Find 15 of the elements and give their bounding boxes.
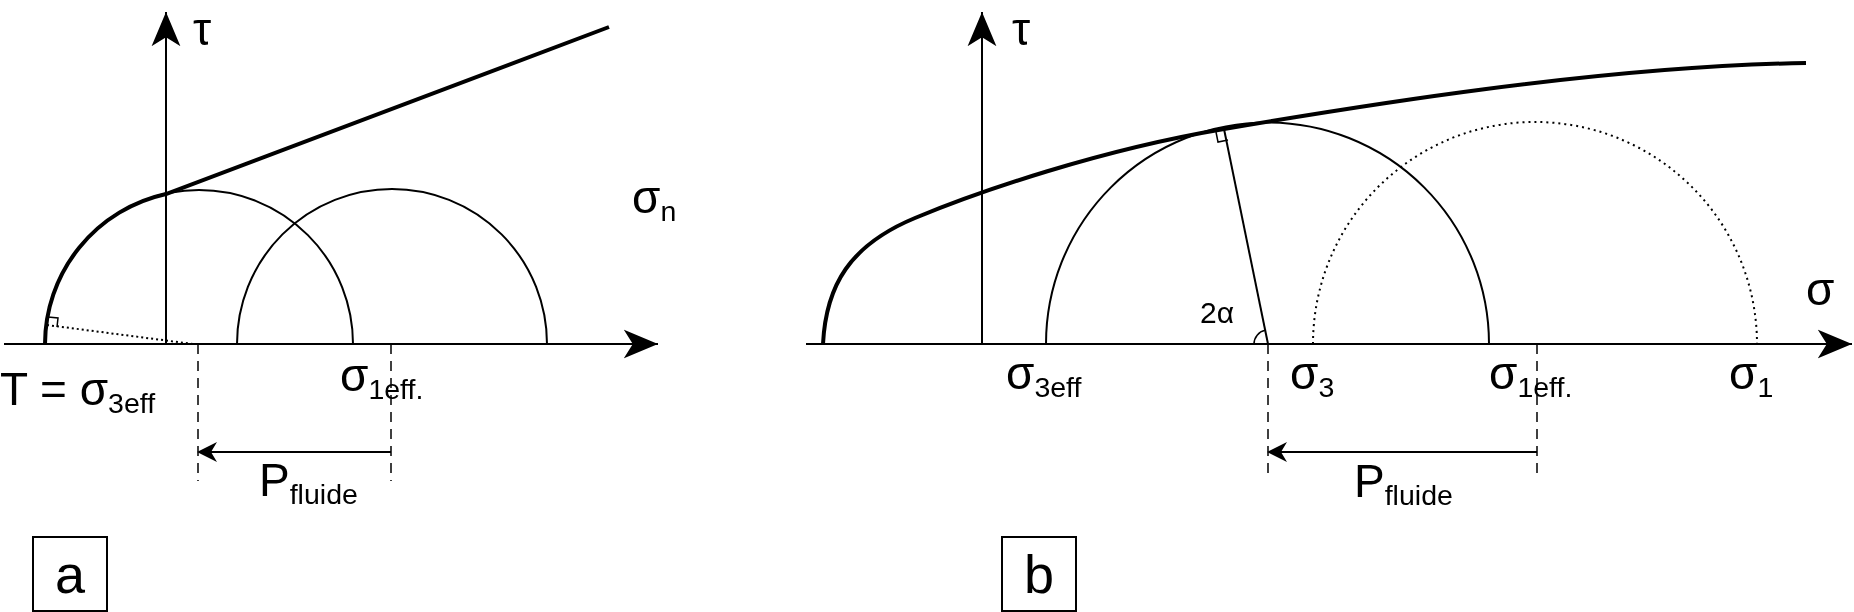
panel-letter: a <box>32 536 108 612</box>
panel-letter: b <box>1001 536 1077 612</box>
symbol-label: σ$_{1eff.}$ <box>1489 350 1573 396</box>
symbol-label: τ <box>193 6 212 52</box>
symbol-label: 2α <box>1200 298 1235 328</box>
symbol-label: P$_{fluide}$ <box>259 457 358 503</box>
symbol-label: σ$_{1}$ <box>1729 350 1774 396</box>
symbol-label: σ$_{n}$ <box>632 174 677 220</box>
symbol-label: T = σ$_{3eff}$ <box>0 366 156 412</box>
symbol-label: τ <box>1012 6 1031 52</box>
symbol-label: σ$_{3}$ <box>1290 350 1335 396</box>
symbol-label: σ$_{3eff}$ <box>1006 350 1082 396</box>
symbol-label: σ$_{1eff.}$ <box>340 352 424 398</box>
symbol-label: σ <box>1806 266 1835 312</box>
symbol-label: P$_{fluide}$ <box>1354 458 1453 504</box>
